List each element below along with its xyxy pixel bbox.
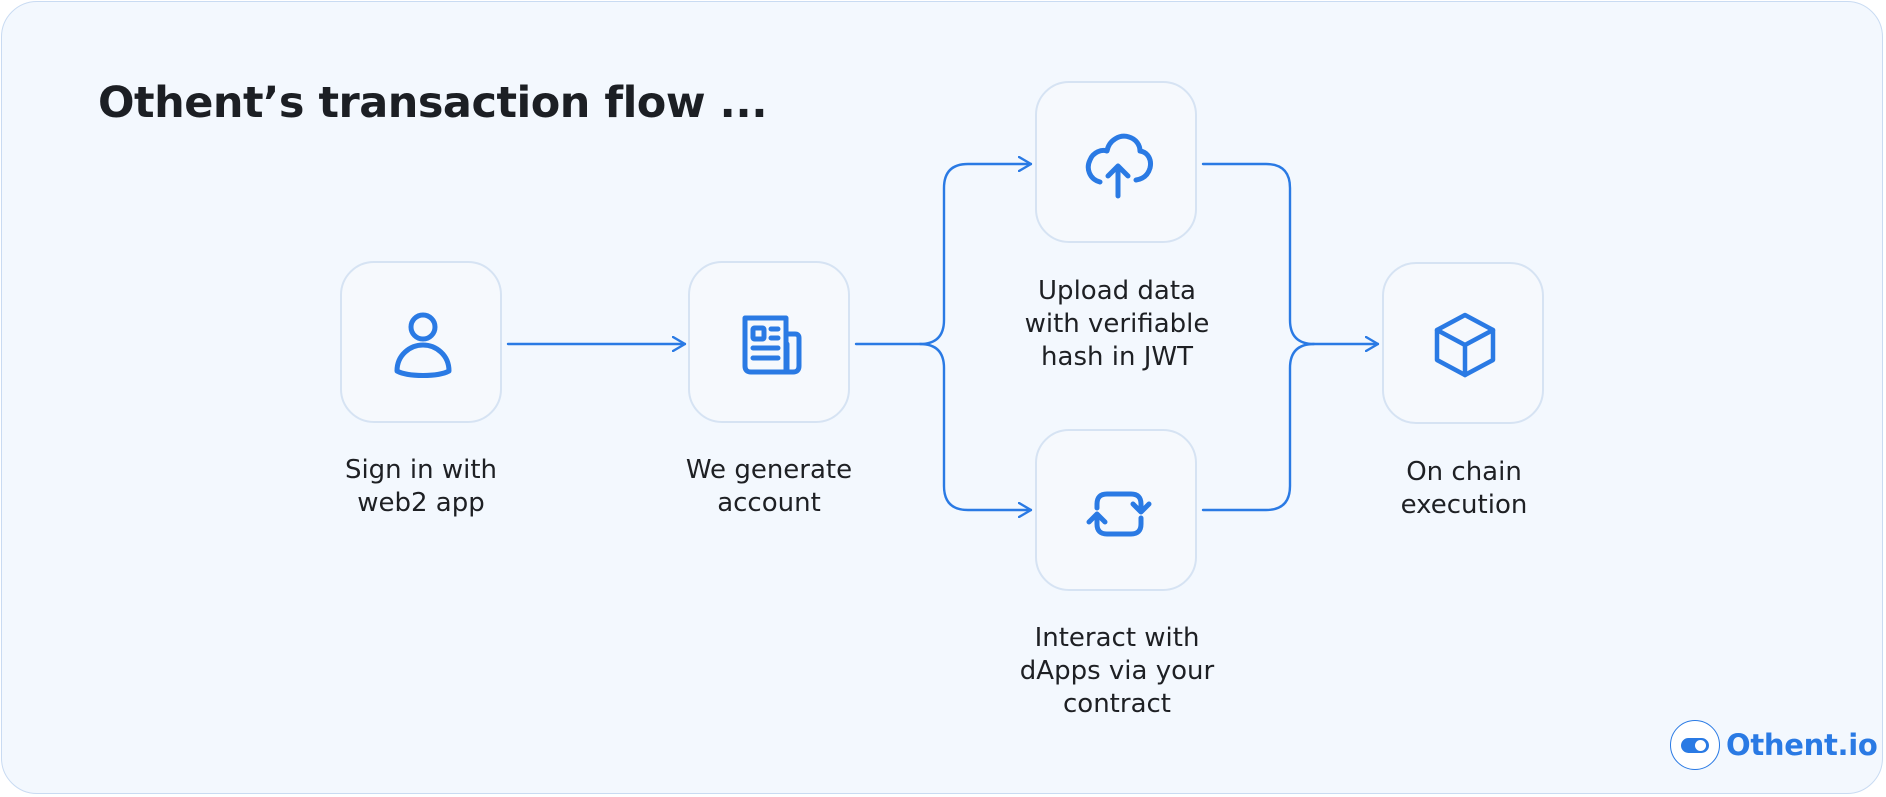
arrow-generate-to-interact: [918, 342, 1033, 510]
node-sign-in: [340, 261, 502, 423]
arrow-generate-to-upload: [854, 164, 1033, 346]
arrow-upload-to-onchain: [1201, 162, 1380, 344]
user-icon: [394, 312, 452, 378]
brand-name: Othent.io: [1726, 728, 1878, 762]
refresh-icon: [1086, 491, 1152, 537]
label-upload: Upload data with verifiable hash in JWT: [1024, 276, 1210, 372]
node-onchain: [1382, 262, 1544, 424]
cloud-upload-icon: [1085, 133, 1153, 199]
cube-icon: [1434, 312, 1496, 378]
node-generate: [688, 261, 850, 423]
newspaper-icon: [742, 315, 802, 375]
label-sign-in: Sign in with web2 app: [344, 455, 498, 518]
page-title: Othent’s transaction flow ...: [98, 78, 768, 128]
brand-logo: Othent.io: [1670, 719, 1878, 771]
label-onchain: On chain execution: [1400, 457, 1528, 520]
node-upload: [1035, 81, 1197, 243]
node-interact: [1035, 429, 1197, 591]
arrow-interact-to-onchain: [1201, 342, 1316, 512]
label-generate: We generate account: [685, 455, 853, 518]
label-interact: Interact with dApps via your contract: [1019, 623, 1215, 719]
toggle-icon: [1670, 720, 1720, 770]
